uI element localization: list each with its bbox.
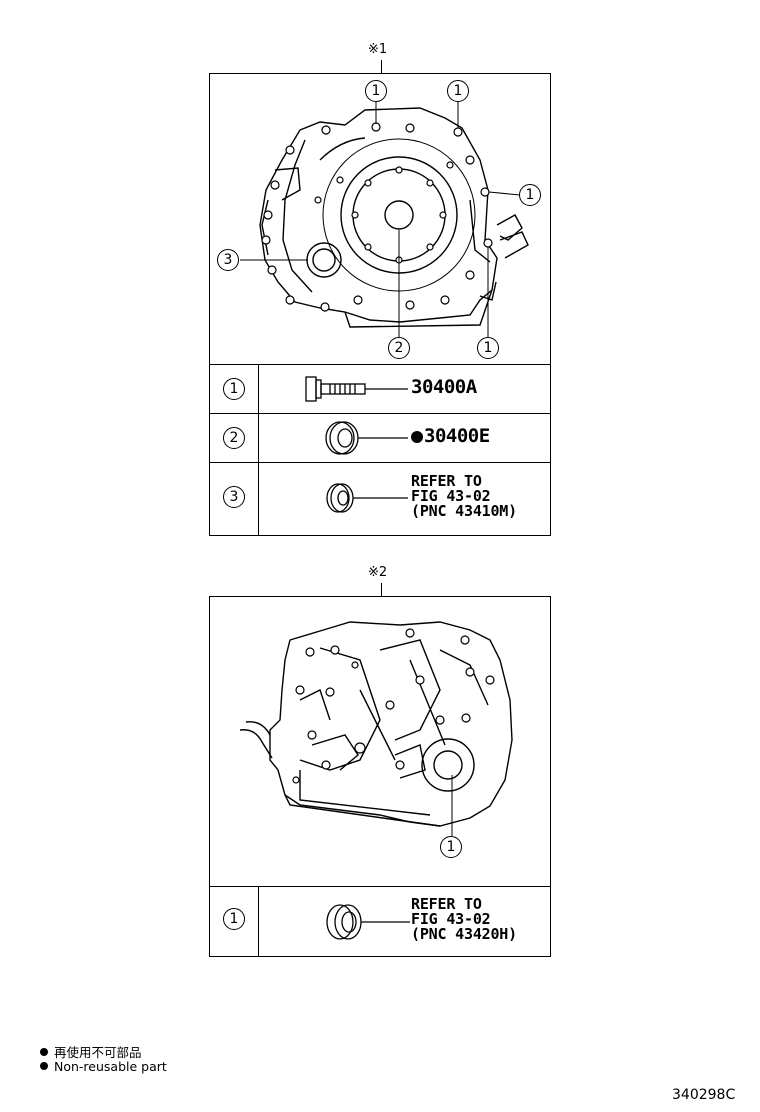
diagram1-divider-1 — [209, 364, 551, 365]
legend-dot-icon — [40, 1048, 48, 1056]
d2-row1-ref-line1: REFER TO — [411, 895, 482, 913]
row3-ref-line1: REFER TO — [411, 472, 482, 490]
diagram2-divider — [209, 886, 551, 887]
diagram2-marker-leader — [381, 583, 382, 597]
bolt-icon — [305, 376, 408, 402]
row3-ref-line2: FIG 43-02 — [411, 487, 491, 505]
diagram2-marker: ※2 — [368, 565, 388, 580]
row2-part-number: 30400E — [424, 425, 490, 447]
legend-japanese: 再使用不可部品 — [40, 1042, 142, 1061]
diagram1-divider-3 — [209, 462, 551, 463]
diagram1-marker: ※1 — [368, 42, 388, 57]
seal-icon — [326, 483, 408, 513]
diagram1-callout-1b: 1 — [447, 80, 469, 102]
diagram2-callout-1: 1 — [440, 836, 462, 858]
diagram1-marker-leader — [381, 60, 382, 74]
diagram1-callout-3: 3 — [217, 249, 239, 271]
figure-id: 340298C — [672, 1087, 736, 1103]
diagram1-column-divider — [258, 364, 259, 536]
diagram1-callout-2: 2 — [388, 337, 410, 359]
row1-callout: 1 — [223, 378, 245, 400]
diagram1-callout-1d: 1 — [477, 337, 499, 359]
diagram2-frame — [209, 596, 551, 957]
large-seal-icon — [326, 904, 410, 940]
row1-part-number: 30400A — [411, 376, 477, 398]
diagram1-callout-1c: 1 — [519, 184, 541, 206]
diagram1-divider-2 — [209, 413, 551, 414]
legend-english-text: Non-reusable part — [54, 1059, 167, 1074]
row3-ref-line3: (PNC 43410M) — [411, 502, 517, 520]
d2-row1-callout: 1 — [223, 908, 245, 930]
nonreusable-dot — [411, 431, 423, 443]
diagram2-column-divider — [258, 886, 259, 957]
diagram1-frame — [209, 73, 551, 536]
legend-dot-icon — [40, 1062, 48, 1070]
d2-row1-ref-line2: FIG 43-02 — [411, 910, 491, 928]
diagram1-callout-1a: 1 — [365, 80, 387, 102]
row2-callout: 2 — [223, 427, 245, 449]
legend-english: Non-reusable part — [40, 1059, 167, 1074]
legend-japanese-text: 再使用不可部品 — [54, 1045, 142, 1060]
oil-seal-icon — [325, 421, 408, 455]
d2-row1-ref-line3: (PNC 43420H) — [411, 925, 517, 943]
row3-callout: 3 — [223, 486, 245, 508]
